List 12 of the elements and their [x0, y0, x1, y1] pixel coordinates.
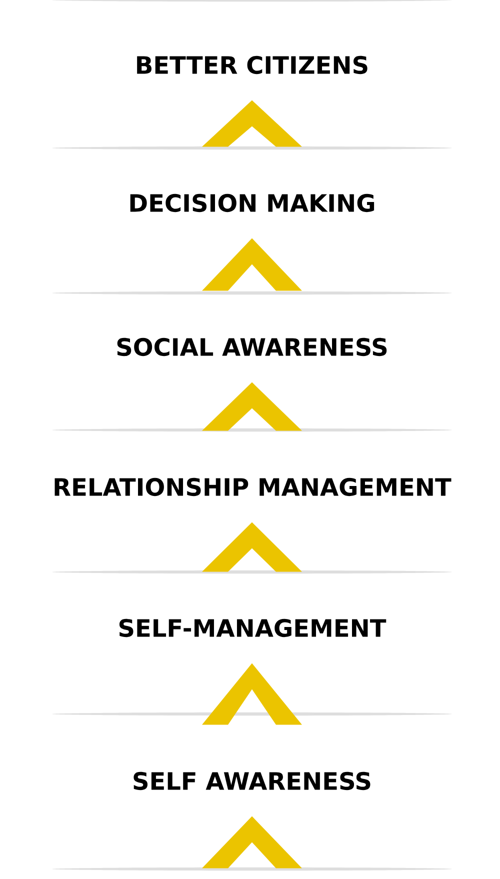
chevron-arrow — [202, 382, 302, 431]
chevron-arrow — [202, 100, 302, 147]
chevron-arrow — [202, 238, 302, 291]
step-label: SELF-MANAGEMENT — [119, 618, 386, 638]
step-label: SOCIAL AWARENESS — [117, 338, 387, 356]
chevron-arrow — [202, 522, 302, 572]
step-label: DECISION MAKING — [130, 194, 374, 212]
step-label: RELATIONSHIP MANAGEMENT — [54, 478, 452, 496]
chevron-arrow — [202, 663, 302, 725]
step-label: SELF AWARENESS — [134, 772, 370, 790]
chevron-arrow — [202, 816, 302, 868]
step-label: BETTER CITIZENS — [137, 56, 368, 74]
